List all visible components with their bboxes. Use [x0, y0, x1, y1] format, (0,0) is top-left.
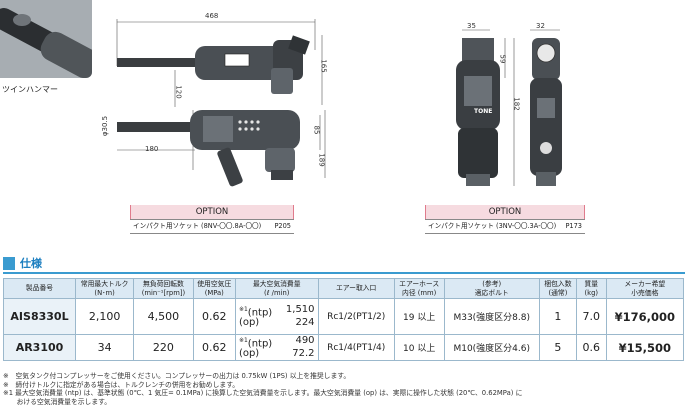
col-header: エアー取入口: [317, 278, 395, 299]
option-title: OPTION: [130, 205, 294, 219]
cell-price: ¥15,500: [605, 334, 685, 361]
option-page: P205: [274, 222, 291, 230]
cell-mass: 7.0: [575, 298, 607, 335]
cell-hose: 10 以上: [393, 334, 445, 361]
twin-hammer-image: [0, 0, 92, 78]
cell-inlet: Rc1/2(PT1/2): [317, 298, 395, 335]
col-header: 梱包入数 (通常): [538, 278, 577, 299]
op-value: 224: [295, 317, 315, 329]
ntp-value: 490: [295, 334, 315, 346]
cell-model: AR3100: [2, 334, 77, 361]
brand-logo-right: TONE: [474, 108, 493, 115]
section-title: 仕様: [20, 257, 42, 270]
notes: ※ 空気タンク付コンプレッサーをご使用ください。コンプレッサーの出力は 0.75…: [3, 372, 685, 406]
dim-side-height: 85: [312, 125, 321, 135]
table-row: AIS8330L 2,100 4,500 0.62 ※1(ntp) 1,510 (…: [2, 298, 685, 335]
cell-price: ¥176,000: [605, 298, 685, 335]
dim-h2: 182: [512, 97, 521, 111]
col-header: (参考) 適応ボルト: [443, 278, 540, 299]
note-line: ※ 締付けトルクに指定がある場合は、トルクレンチの併用をお勧めします。: [3, 380, 240, 389]
dim-height-low: 120: [174, 85, 183, 99]
cell-model: AIS8330L: [2, 298, 77, 335]
dim-shaft-length: 180: [145, 145, 159, 153]
dim-grip-height: 189: [317, 153, 326, 167]
option-box-right: OPTION インパクト用ソケット (3NV-〇〇.3A-〇〇) P173: [425, 205, 585, 234]
section-marker: [3, 257, 15, 270]
cell-pressure: 0.62: [192, 298, 236, 335]
op-value: 72.2: [292, 348, 315, 360]
diagram-left: [116, 19, 326, 187]
footnote-mark: ※1: [238, 336, 248, 344]
cell-bolt: M33(強度区分8.8): [443, 298, 540, 335]
op-label: (op): [238, 348, 260, 360]
col-header: 常用最大トルク (N･m): [75, 278, 135, 299]
col-header: 製品番号: [2, 278, 77, 299]
note-line: ※1 最大空気消費量 (ntp) は、基準状態 (0℃、1 気圧= 0.1MPa…: [3, 389, 523, 397]
dim-width-b: 32: [536, 22, 545, 30]
dim-width-a: 35: [467, 22, 476, 30]
cell-torque: 34: [75, 334, 135, 361]
option-item: インパクト用ソケット (3NV-〇〇.3A-〇〇): [428, 222, 557, 230]
cell-air-consumption: ※1(ntp) 1,510 (op) 224: [234, 298, 319, 335]
section-header: 仕様: [3, 256, 685, 274]
cell-mass: 0.6: [575, 334, 607, 361]
diagram-right: [456, 29, 562, 186]
option-page: P173: [565, 222, 582, 230]
ntp-label: (ntp): [247, 338, 273, 350]
col-header: 質量 (kg): [575, 278, 607, 299]
op-label: (op): [238, 317, 260, 329]
cell-rpm: 4,500: [133, 298, 194, 335]
col-header: 最大空気消費量 (ℓ /min): [234, 278, 319, 299]
cell-hose: 19 以上: [393, 298, 445, 335]
ntp-value: 1,510: [285, 303, 315, 315]
option-item: インパクト用ソケット (8NV-〇〇.8A-〇〇): [133, 222, 262, 230]
product-thumbnail: [0, 0, 92, 78]
table-row: AR3100 34 220 0.62 ※1(ntp) 490 (op) 72.2 R…: [2, 334, 685, 361]
col-header: 無負荷回転数 (min⁻¹[rpm]): [133, 278, 194, 299]
table-header-row: 製品番号 常用最大トルク (N･m) 無負荷回転数 (min⁻¹[rpm]) 使…: [2, 278, 685, 299]
dim-total-length: 468: [205, 12, 219, 20]
col-header: メーカー希望 小売価格: [605, 278, 685, 299]
footnote-mark: ※1: [238, 305, 248, 313]
note-line: ※ 空気タンク付コンプレッサーをご使用ください。コンプレッサーの出力は 0.75…: [3, 372, 351, 380]
option-box-left: OPTION インパクト用ソケット (8NV-〇〇.8A-〇〇) P205: [130, 205, 294, 234]
cell-air-consumption: ※1(ntp) 490 (op) 72.2: [234, 334, 319, 361]
option-title: OPTION: [425, 205, 585, 219]
cell-inlet: Rc1/4(PT1/4): [317, 334, 395, 361]
dim-diameter: φ30.5: [101, 115, 110, 137]
brand-logo-left: TONE: [268, 34, 287, 41]
note-line: おける空気消費量を示します。: [3, 397, 112, 406]
cell-pressure: 0.62: [192, 334, 236, 361]
dim-h1: 59: [498, 54, 507, 64]
thumbnail-caption: ツインハンマー: [2, 85, 58, 94]
cell-pack: 5: [538, 334, 577, 361]
spec-table: 製品番号 常用最大トルク (N･m) 無負荷回転数 (min⁻¹[rpm]) 使…: [2, 278, 685, 361]
dim-height-front: 165: [319, 59, 328, 73]
cell-torque: 2,100: [75, 298, 135, 335]
cell-pack: 1: [538, 298, 577, 335]
ntp-label: (ntp): [247, 307, 273, 319]
cell-bolt: M10(強度区分4.6): [443, 334, 540, 361]
col-header: 使用空気圧 (MPa): [192, 278, 236, 299]
cell-rpm: 220: [133, 334, 194, 361]
col-header: エアーホース 内径 (mm): [393, 278, 445, 299]
